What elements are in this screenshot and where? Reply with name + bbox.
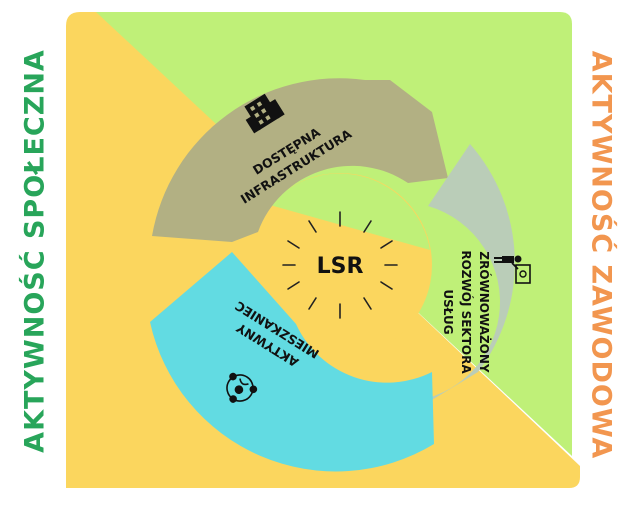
services-line3: USŁUG bbox=[441, 289, 455, 334]
right-side-label: AKTYWNOŚĆ ZAWODOWA bbox=[585, 50, 617, 460]
center-circle-green bbox=[270, 173, 430, 250]
segment-residents bbox=[150, 252, 434, 472]
sunburst-ticks bbox=[282, 211, 398, 319]
services-line1: ZRÓWNOWAŻONY bbox=[477, 251, 492, 373]
people-network-icon bbox=[226, 372, 258, 403]
segment-infrastructure bbox=[152, 78, 448, 242]
services-line2: ROZWÓJ SEKTORA bbox=[459, 250, 474, 374]
segment-services bbox=[400, 144, 515, 412]
presenter-icon bbox=[494, 255, 531, 284]
left-side-label: AKTYWNOŚĆ SPOŁECZNA bbox=[19, 49, 51, 453]
segment-services-label: ZRÓWNOWAŻONY ROZWÓJ SEKTORA USŁUG bbox=[441, 250, 492, 374]
building-icon bbox=[244, 93, 285, 134]
center-label: LSR bbox=[317, 254, 364, 279]
